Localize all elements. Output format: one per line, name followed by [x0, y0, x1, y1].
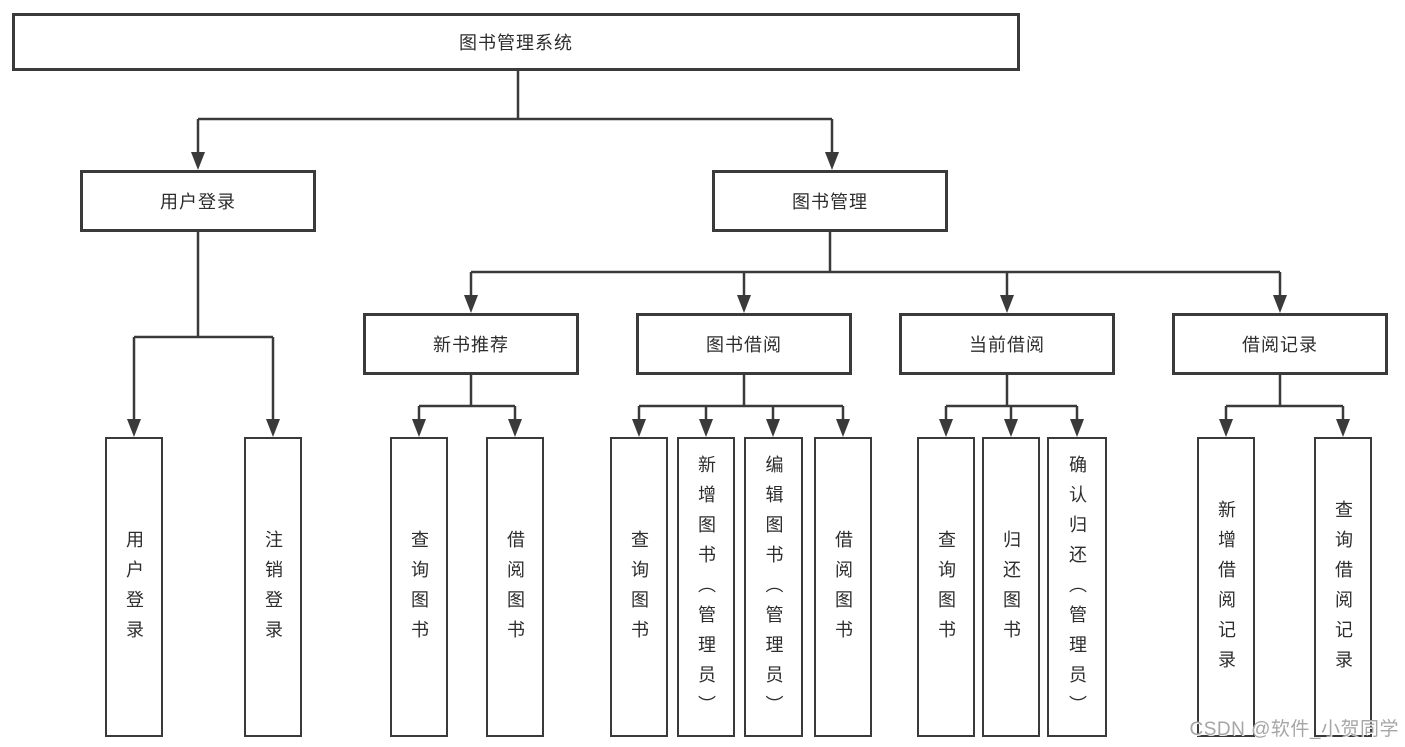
- node-leaf-confirm-return-admin: 确认归还（管理员）: [1047, 437, 1107, 737]
- node-leaf-return-books: 归还图书: [982, 437, 1040, 737]
- node-user-login: 用户登录: [80, 170, 316, 232]
- node-label: 新书推荐: [433, 335, 509, 355]
- node-label: 注销登录: [263, 530, 283, 650]
- node-label: 用户登录: [160, 192, 236, 212]
- node-leaf-query-borrow-record: 查询借阅记录: [1314, 437, 1372, 737]
- node-label: 查询图书: [629, 530, 649, 650]
- node-label: 新增借阅记录: [1216, 500, 1236, 680]
- node-label: 当前借阅: [969, 335, 1045, 355]
- node-label: 查询借阅记录: [1333, 500, 1353, 680]
- node-label: 图书管理系统: [459, 33, 573, 53]
- node-label: 借阅记录: [1242, 335, 1318, 355]
- node-label: 借阅图书: [505, 530, 525, 650]
- node-label: 图书管理: [792, 192, 868, 212]
- csdn-watermark: CSDN @软件_小贺同学: [1189, 719, 1399, 740]
- node-label: 借阅图书: [833, 530, 853, 650]
- node-leaf-query-books-borrow: 查询图书: [610, 437, 668, 737]
- node-borrow-records: 借阅记录: [1172, 313, 1388, 375]
- node-label: 新增图书（管理员）: [696, 455, 716, 725]
- node-label: 归还图书: [1001, 530, 1021, 650]
- node-leaf-add-book-admin: 新增图书（管理员）: [677, 437, 735, 737]
- node-leaf-edit-book-admin: 编辑图书（管理员）: [744, 437, 803, 737]
- node-label: 用户登录: [124, 530, 144, 650]
- node-leaf-query-books-current: 查询图书: [917, 437, 975, 737]
- node-leaf-user-login: 用户登录: [105, 437, 163, 737]
- node-leaf-add-borrow-record: 新增借阅记录: [1197, 437, 1255, 737]
- node-current-borrow: 当前借阅: [899, 313, 1115, 375]
- node-library-management-system: 图书管理系统: [12, 13, 1020, 71]
- node-new-book-recommend: 新书推荐: [363, 313, 579, 375]
- node-book-borrow: 图书借阅: [636, 313, 852, 375]
- node-book-management: 图书管理: [712, 170, 948, 232]
- node-label: 确认归还（管理员）: [1067, 455, 1087, 725]
- node-label: 查询图书: [409, 530, 429, 650]
- node-leaf-borrow-books: 借阅图书: [814, 437, 872, 737]
- node-label: 图书借阅: [706, 335, 782, 355]
- node-leaf-borrow-books-recommend: 借阅图书: [486, 437, 544, 737]
- node-label: 编辑图书（管理员）: [763, 455, 784, 725]
- node-leaf-query-books-recommend: 查询图书: [390, 437, 448, 737]
- node-label: 查询图书: [936, 530, 956, 650]
- node-leaf-logout: 注销登录: [244, 437, 302, 737]
